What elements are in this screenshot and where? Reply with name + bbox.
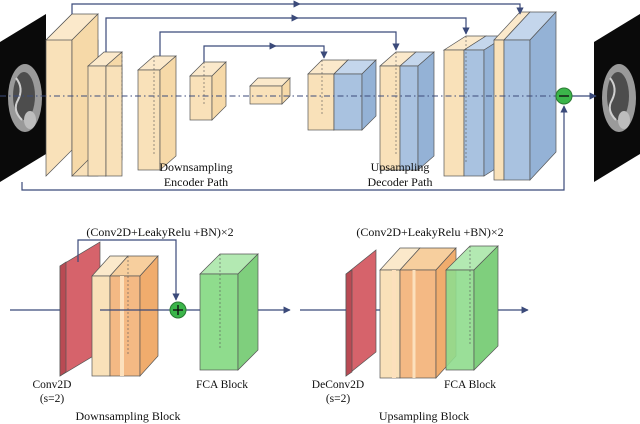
up-first-label-line2: (s=2) bbox=[326, 393, 351, 405]
up-block-title: Upsampling Block bbox=[379, 409, 469, 423]
skip-connections bbox=[21, 3, 568, 191]
input-mri-image bbox=[0, 14, 46, 182]
decoder-block-1 bbox=[307, 59, 377, 131]
output-mri-image bbox=[594, 14, 640, 182]
bottleneck-block bbox=[249, 77, 291, 105]
encoder-label-line2: Encoder Path bbox=[164, 175, 228, 189]
up-conv-stack bbox=[379, 247, 457, 379]
up-first-deconv-block bbox=[345, 249, 377, 377]
encoder-label-line1: Downsampling bbox=[159, 160, 232, 174]
up-conv-formula: (Conv2D+LeakyRelu +BN)×2 bbox=[356, 225, 503, 239]
down-block-title: Downsampling Block bbox=[76, 409, 181, 423]
decoder-block-2 bbox=[379, 51, 435, 171]
down-residual-arrow bbox=[77, 239, 180, 301]
down-sum-node-icon bbox=[169, 301, 187, 319]
sum-node-icon bbox=[555, 87, 573, 105]
decoder-label-line1: Upsampling bbox=[371, 160, 430, 174]
encoder-block-4 bbox=[189, 61, 227, 121]
down-conv-stack bbox=[91, 255, 159, 377]
up-fca-label: FCA Block bbox=[444, 379, 496, 391]
down-first-label-line2: (s=2) bbox=[40, 393, 65, 405]
encoder-block-3 bbox=[137, 55, 177, 171]
decoder-label-line2: Decoder Path bbox=[368, 175, 433, 189]
down-first-label-line1: Conv2D bbox=[33, 379, 72, 391]
up-first-label-line1: DeConv2D bbox=[312, 379, 364, 391]
down-fca-label: FCA Block bbox=[196, 379, 248, 391]
encoder-block-2 bbox=[87, 51, 123, 177]
down-conv-formula: (Conv2D+LeakyRelu +BN)×2 bbox=[86, 225, 233, 239]
down-fca-block bbox=[199, 253, 259, 371]
down-first-conv-block bbox=[59, 241, 101, 377]
up-fca-block bbox=[445, 245, 499, 371]
